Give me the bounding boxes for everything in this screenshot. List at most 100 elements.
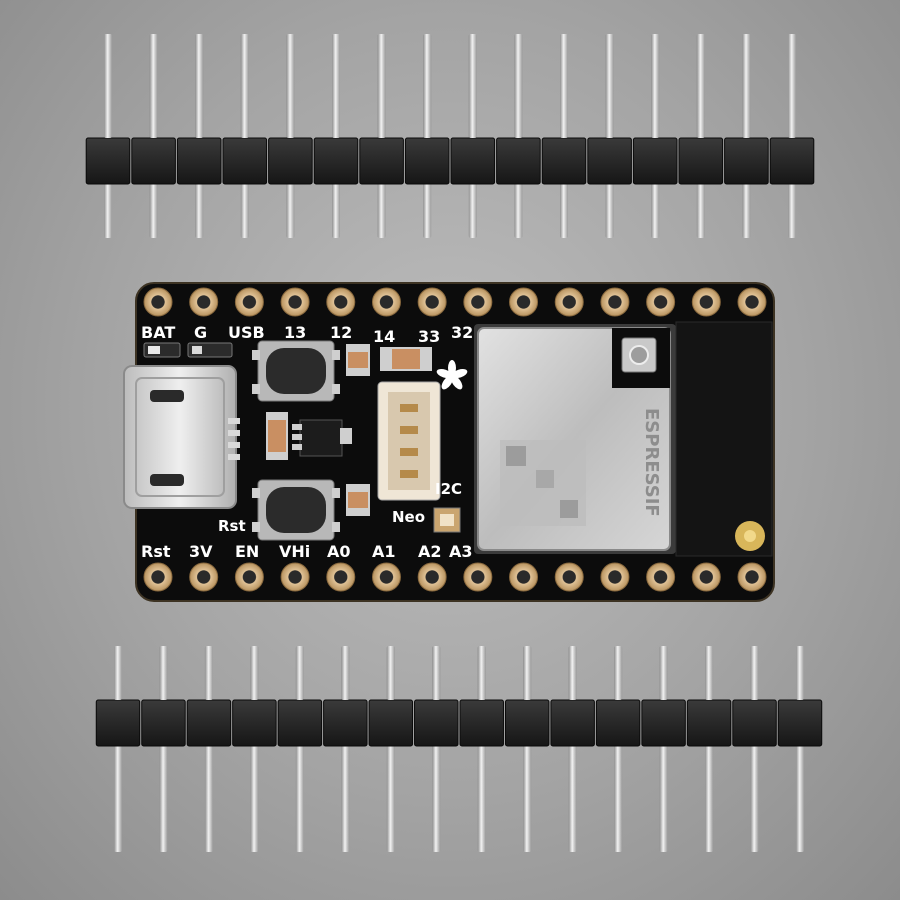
- header-pin-top: [286, 34, 295, 138]
- header-pin-top: [341, 646, 350, 700]
- label-a3: A3: [449, 542, 473, 561]
- header-plastic-block: [176, 137, 222, 185]
- solder-pad: [280, 562, 310, 592]
- solder-pad: [234, 287, 264, 317]
- solder-pad: [189, 287, 219, 317]
- header-plastic-block: [232, 699, 277, 747]
- header-pin-top: [386, 646, 395, 700]
- antenna-area: [675, 321, 773, 557]
- solder-pad: [600, 287, 630, 317]
- header-pin-top: [114, 646, 122, 700]
- header-plastic-block: [323, 699, 368, 747]
- solder-pad: [509, 287, 539, 317]
- header-plastic-block: [686, 699, 732, 747]
- silk-labels-bottom: Rst 3V EN VHi A0 A1 A2 A3: [141, 542, 473, 561]
- header-pin-top: [796, 646, 804, 700]
- solder-pad: [554, 287, 584, 317]
- solder-pad: [234, 562, 264, 592]
- label-gnd: G: [194, 323, 207, 342]
- solder-pad: [280, 287, 310, 317]
- header-plastic-block: [724, 137, 769, 185]
- header-pin-top: [605, 34, 614, 138]
- header-pin-top: [523, 646, 532, 700]
- label-12: 12: [330, 323, 352, 342]
- solder-pad: [417, 562, 447, 592]
- header-plastic-block: [359, 137, 404, 185]
- label-a2: A2: [418, 542, 442, 561]
- header-pin-top: [788, 34, 796, 138]
- header-plastic-block: [85, 137, 131, 185]
- label-bat: BAT: [141, 323, 175, 342]
- label-en: EN: [235, 542, 259, 561]
- solder-pad: [143, 562, 173, 592]
- pin-header-top: [85, 34, 815, 238]
- flower-logo-icon: [436, 360, 468, 390]
- pin-header-bottom: [95, 646, 823, 852]
- header-pin-top: [432, 646, 441, 700]
- solder-pad: [737, 287, 767, 317]
- micro-usb-port-icon: [123, 365, 240, 509]
- header-pin-top: [240, 34, 249, 138]
- label-reset: Rst: [218, 517, 246, 535]
- header-plastic-block: [368, 699, 414, 747]
- header-plastic-block: [141, 699, 186, 747]
- solder-pad: [326, 562, 356, 592]
- header-plastic-block: [595, 699, 641, 747]
- header-plastic-block: [769, 137, 815, 185]
- header-pin-top: [377, 34, 386, 138]
- header-plastic-block: [496, 137, 541, 185]
- header-pin-top: [560, 34, 568, 138]
- feather-board: BAT G USB 13 12 14 33 32 Rst 3V EN VHi A…: [123, 282, 775, 602]
- header-pin-top: [750, 646, 759, 700]
- header-plastic-block: [277, 699, 323, 747]
- label-a1: A1: [372, 542, 396, 561]
- label-a0: A0: [327, 542, 351, 561]
- label-3v: 3V: [189, 542, 213, 561]
- wifi-module: ESPRESSIF: [474, 324, 676, 554]
- tactile-button-icon: [252, 340, 340, 402]
- header-plastic-block: [222, 137, 268, 185]
- regulator-and-passives: [266, 344, 432, 516]
- label-rst: Rst: [141, 542, 171, 561]
- header-plastic-block: [541, 137, 587, 185]
- header-plastic-block: [268, 137, 313, 185]
- header-pin-top: [159, 646, 168, 700]
- label-32: 32: [451, 323, 473, 342]
- header-plastic-block: [450, 137, 496, 185]
- header-plastic-block: [732, 699, 777, 747]
- silk-labels-top: BAT G USB 13 12 14 33 32: [141, 323, 473, 346]
- header-pin-top: [651, 34, 660, 138]
- solder-pad: [371, 562, 401, 592]
- solder-pad: [463, 562, 493, 592]
- solder-pad: [189, 562, 219, 592]
- label-33: 33: [418, 327, 440, 346]
- header-plastic-block: [404, 137, 450, 185]
- pad-row-top: [143, 287, 767, 317]
- label-14: 14: [373, 327, 395, 346]
- jst-connector-icon: [377, 381, 441, 501]
- header-plastic-block: [777, 699, 823, 747]
- header-plastic-block: [313, 137, 359, 185]
- header-pin-top: [295, 646, 304, 700]
- solder-pad: [691, 287, 721, 317]
- header-plastic-block: [95, 699, 141, 747]
- solder-pad: [326, 287, 356, 317]
- solder-pad: [509, 562, 539, 592]
- header-pin-top: [742, 34, 751, 138]
- header-pin-top: [696, 34, 705, 138]
- header-pin-top: [614, 646, 623, 700]
- solder-pad: [417, 287, 447, 317]
- header-pin-top: [204, 646, 213, 700]
- header-plastic-block: [550, 699, 595, 747]
- solder-pad: [371, 287, 401, 317]
- neopixel-led-lens: [440, 514, 454, 526]
- solder-pad: [143, 287, 173, 317]
- solder-pad: [691, 562, 721, 592]
- header-plastic-block: [641, 699, 686, 747]
- solder-pad: [737, 562, 767, 592]
- header-pin-top: [149, 34, 158, 138]
- label-i2c: I2C: [435, 480, 462, 498]
- header-plastic-block: [414, 699, 459, 747]
- charge-leds: [143, 342, 233, 358]
